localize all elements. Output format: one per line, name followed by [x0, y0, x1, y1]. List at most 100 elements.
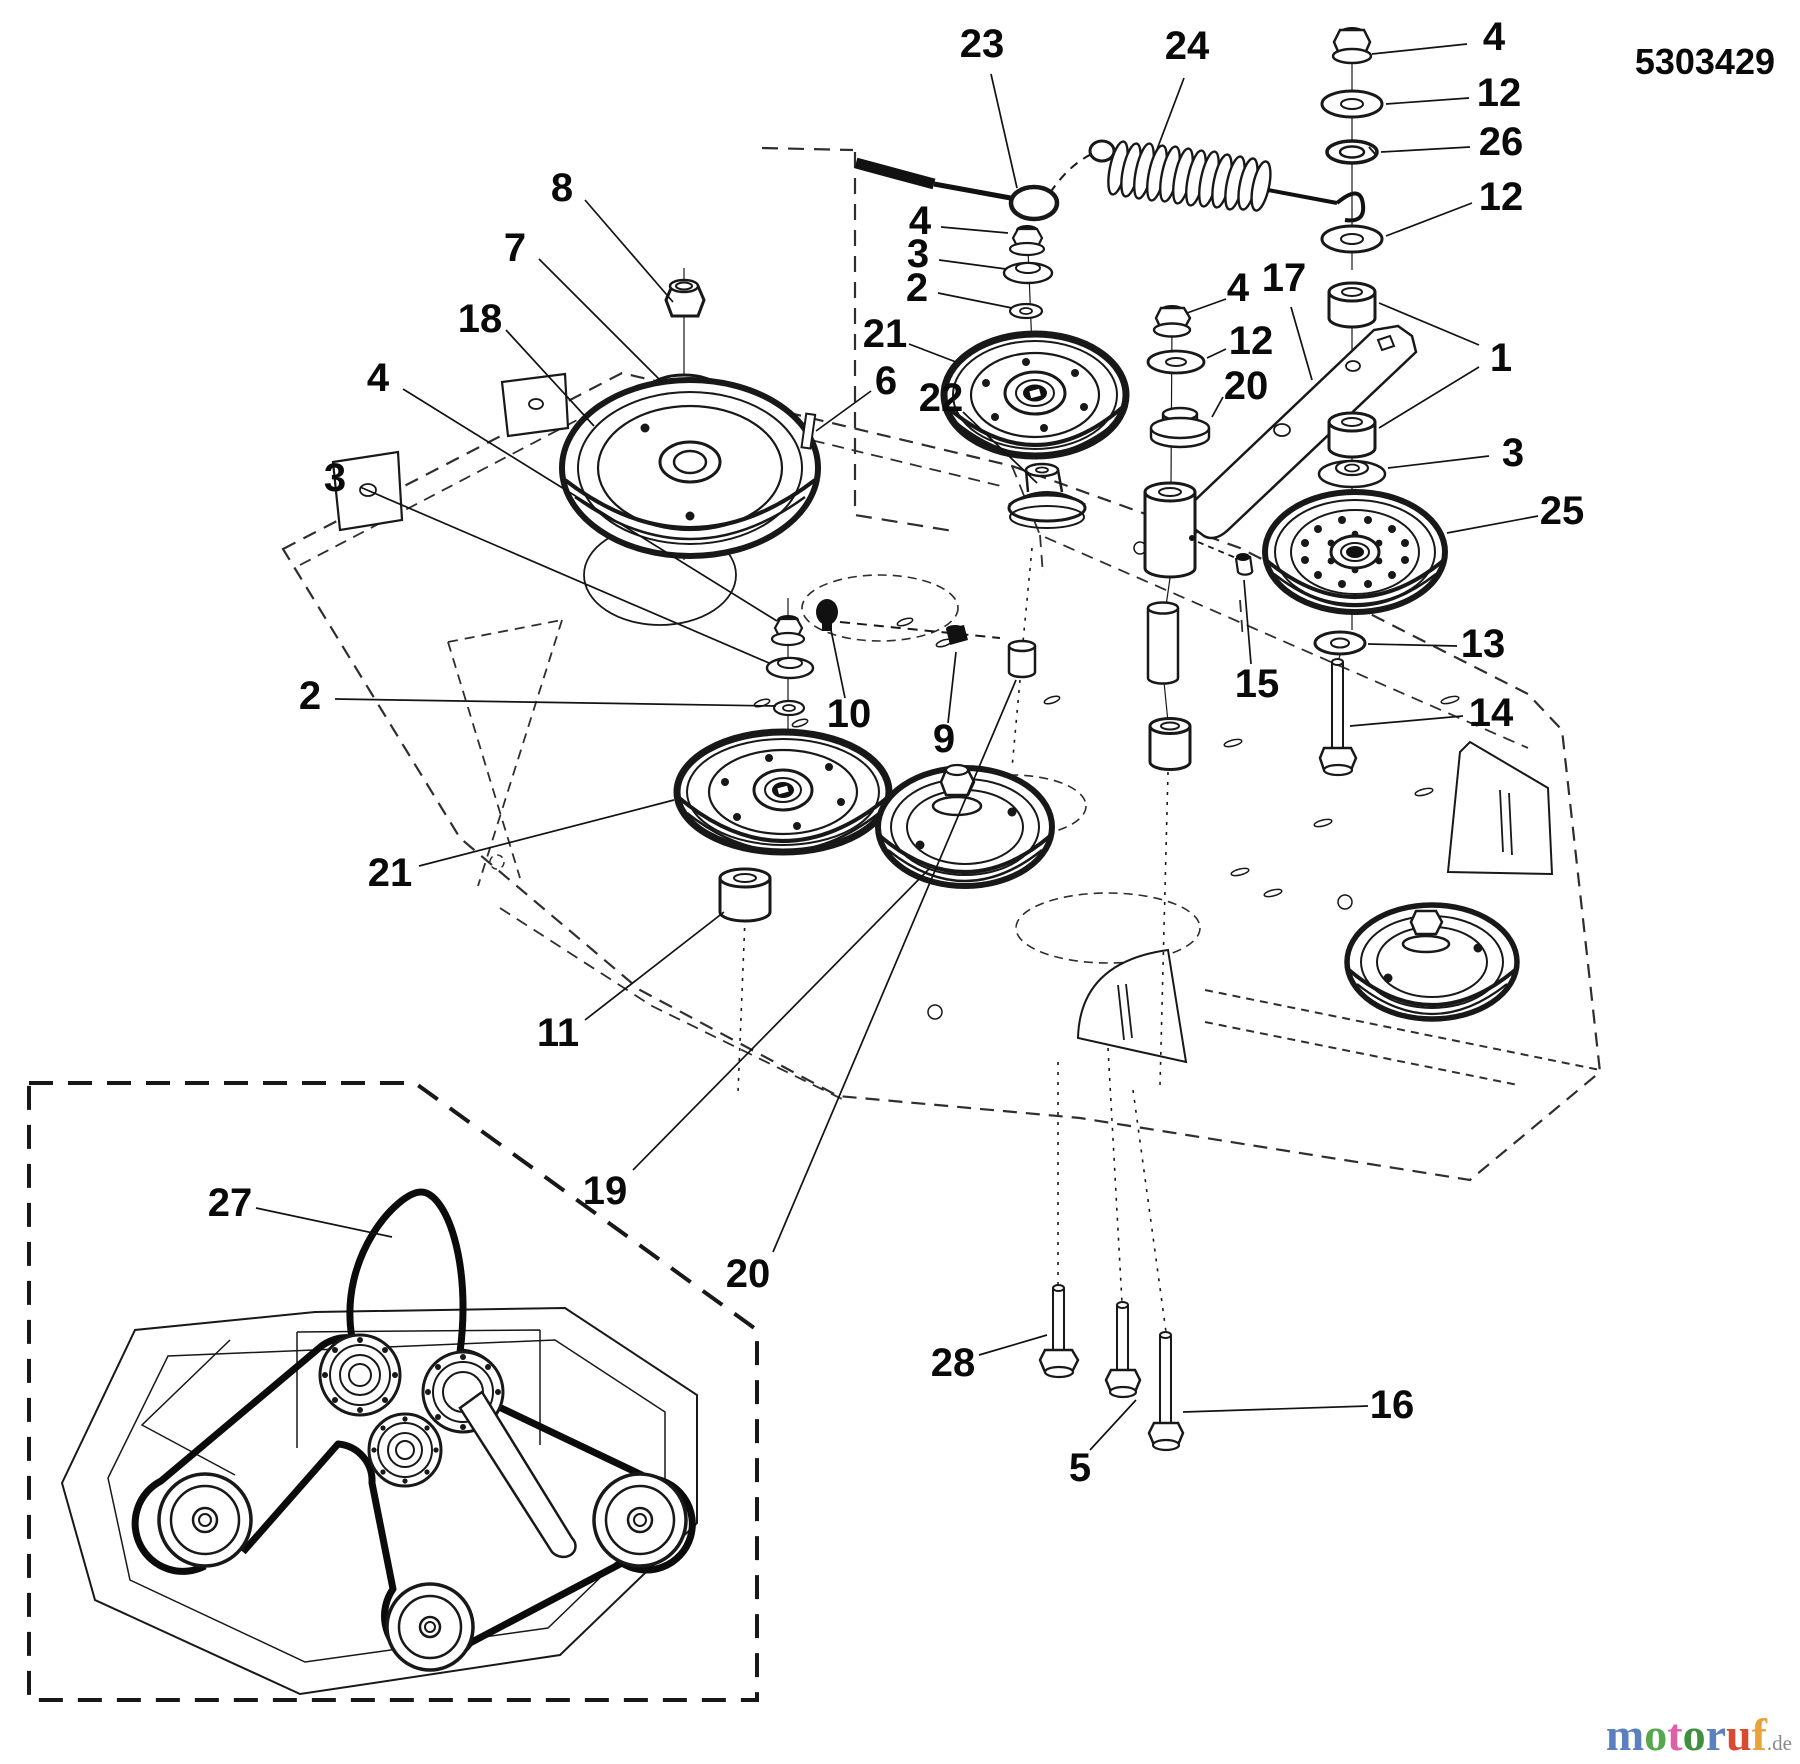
callout-label-21: 21 [863, 312, 908, 356]
callout-label-10: 10 [827, 692, 872, 736]
callout-leader-line [908, 343, 957, 363]
clutch-pulley-21-left [673, 728, 893, 856]
callout-label-23: 23 [960, 22, 1005, 66]
square-nut-9 [946, 625, 968, 645]
callout-label-20: 20 [726, 1252, 771, 1296]
callout-leader-line [1155, 77, 1185, 153]
callout-leader-line [1378, 366, 1480, 429]
spacer-tube [1146, 601, 1180, 685]
callout-leader-line [418, 799, 675, 867]
callout-leader-line [255, 1207, 393, 1238]
inset-bottom-pulley [385, 1582, 475, 1672]
callout-leader-line [1349, 715, 1464, 727]
idler-pivot-column [1143, 305, 1254, 771]
callout-label-6: 6 [875, 359, 897, 403]
callout-leader-line [1206, 348, 1227, 359]
spacer-sleeve-20 [1007, 639, 1037, 679]
callout-label-2: 2 [299, 674, 321, 718]
callout-leader-line [1378, 302, 1480, 346]
callout-label-18: 18 [458, 297, 503, 341]
callout-leader-line [978, 1334, 1048, 1356]
lock-washer-26 [1325, 139, 1379, 165]
spacer-bushing-1 [1327, 411, 1377, 459]
callout-label-27: 27 [208, 1181, 253, 1225]
callout-leader-line [990, 73, 1018, 189]
callout-leader-line [815, 390, 872, 432]
part-number: 5303429 [1635, 41, 1775, 82]
mower-deck-outline [281, 146, 1602, 1333]
spring-link-line [1049, 151, 1097, 194]
callout-label-7: 7 [504, 226, 526, 270]
callout-label-20: 20 [1224, 364, 1269, 408]
callout-label-19: 19 [583, 1169, 628, 1213]
spacer-20 [1149, 406, 1211, 449]
callout-label-21: 21 [368, 851, 413, 895]
top-clutch-stack [1002, 224, 1054, 373]
rubber-cone-22 [1007, 462, 1087, 529]
callout-leader-line [1380, 146, 1471, 153]
spacer-11 [718, 867, 772, 923]
set-screw-15 [1234, 553, 1254, 576]
callout-label-2: 2 [906, 266, 928, 310]
callout-leader-line [402, 388, 778, 622]
callout-leader-line [1385, 202, 1473, 237]
inset-left-idler [157, 1472, 253, 1568]
assembly-axis-lines [737, 547, 1169, 1333]
callout-leader-line [1211, 396, 1224, 418]
callout-label-13: 13 [1461, 622, 1506, 666]
callout-leader-line [505, 329, 595, 427]
idler-pulley-19 [875, 763, 1055, 889]
callout-leader-line [937, 292, 1013, 309]
nut-8 [664, 278, 706, 318]
extension-spring [1088, 139, 1366, 223]
callout-leader-line [334, 698, 777, 707]
callout-leader-line [1182, 1405, 1369, 1413]
motoruf-logo: motoruf.de [1606, 1709, 1792, 1760]
callout-leader-line [940, 226, 1009, 234]
inset-center-spindle [367, 1412, 443, 1488]
callout-leader-line [947, 651, 957, 724]
spacer-bushing-1 [1327, 281, 1377, 329]
callout-leader-line [1387, 455, 1490, 469]
callout-leader-line [938, 259, 1007, 270]
washer-12 [1320, 89, 1384, 119]
carriage-bolt-10 [816, 599, 1001, 639]
callout-label-3: 3 [1502, 431, 1524, 475]
idler-pulley-bottom-right [1344, 902, 1520, 1022]
flat-idler-pulley-18 [559, 377, 821, 559]
callout-label-12: 12 [1479, 175, 1524, 219]
flanged-washer-3 [1317, 459, 1387, 489]
callout-label-17: 17 [1262, 256, 1307, 300]
callout-label-5: 5 [1069, 1446, 1091, 1490]
washer-12 [1146, 349, 1206, 375]
callout-label-11: 11 [537, 1011, 579, 1055]
pivot-bushing [1148, 717, 1192, 771]
callout-leader-line [584, 199, 674, 303]
callout-label-16: 16 [1370, 1383, 1415, 1427]
callout-label-22: 22 [919, 376, 964, 420]
inset-left-spindle [318, 1333, 402, 1417]
callout-leader-line [359, 486, 770, 664]
callout-leader-line [538, 258, 664, 384]
callout-leader-line [1367, 643, 1458, 647]
callout-label-3: 3 [907, 232, 929, 276]
pin-6 [800, 412, 817, 450]
callout-label-4: 4 [1227, 266, 1250, 310]
callout-label-24: 24 [1165, 24, 1210, 68]
callout-label-9: 9 [933, 717, 955, 761]
callout-leader-line [1186, 298, 1227, 314]
callout-leader-line [1385, 97, 1470, 105]
callout-leader-line [772, 679, 1017, 1253]
callout-label-4: 4 [909, 199, 932, 243]
inset-right-idler [592, 1472, 688, 1568]
callout-label-3: 3 [324, 456, 346, 500]
callout-leader-line [1243, 579, 1252, 665]
callout-label-1: 1 [1490, 336, 1512, 380]
left-clutch-stack [765, 598, 815, 730]
pto-shaft [458, 1390, 577, 1559]
callout-leader-line [830, 629, 846, 699]
flange-nut-4 [1331, 27, 1373, 65]
